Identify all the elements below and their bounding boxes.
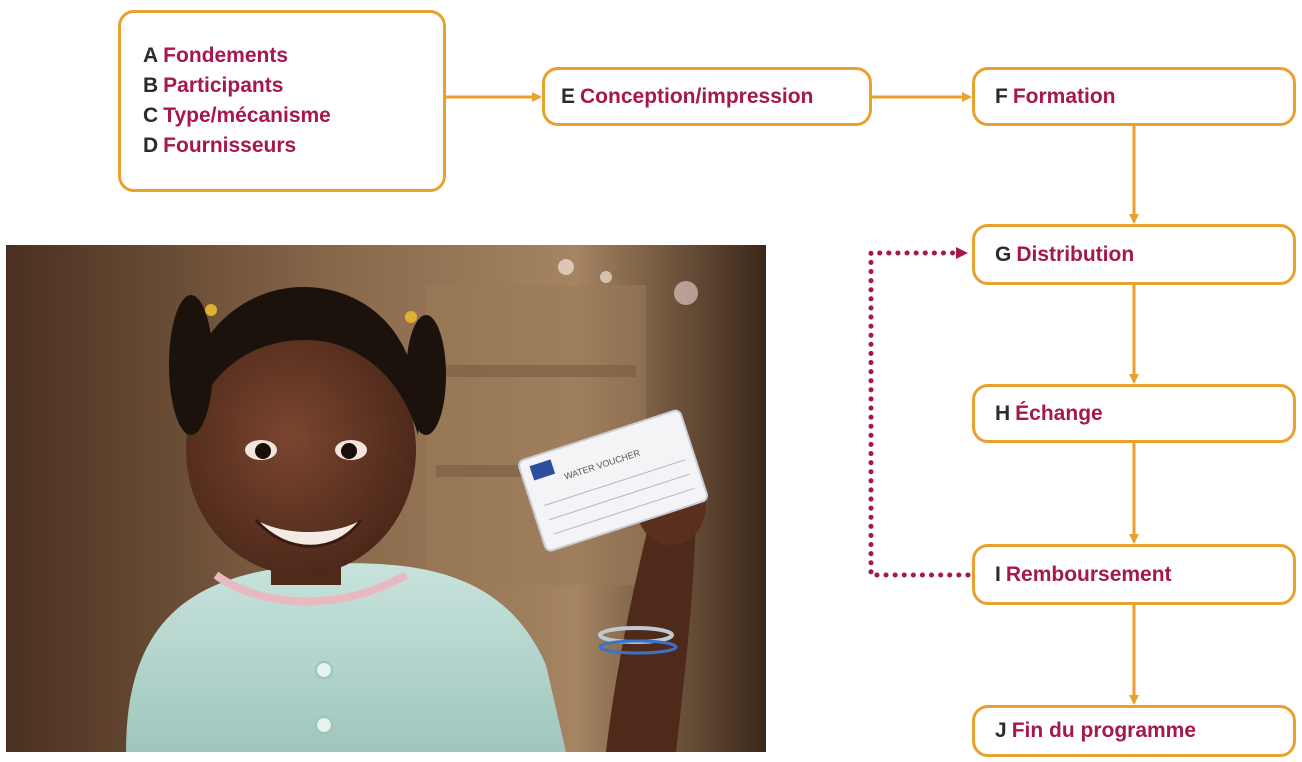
step-j-letter: J bbox=[995, 719, 1007, 742]
step-h-label: Échange bbox=[1015, 401, 1103, 425]
step-f-letter: F bbox=[995, 84, 1008, 108]
step-a-label: Fondements bbox=[163, 44, 289, 67]
step-e-letter: E bbox=[561, 84, 576, 108]
step-j-label: Fin du programme bbox=[1011, 719, 1197, 742]
photo-illustration: WATER VOUCHER bbox=[6, 245, 766, 752]
step-e-label: Conception/impression bbox=[580, 84, 814, 108]
photo-girl-with-voucher: WATER VOUCHER bbox=[6, 245, 766, 752]
step-h-letter: H bbox=[995, 401, 1011, 425]
step-g-label: Distribution bbox=[1016, 242, 1135, 266]
step-i-label: Remboursement bbox=[1005, 562, 1172, 586]
step-f-label: Formation bbox=[1012, 84, 1116, 108]
loop-arrow-i-to-g bbox=[868, 247, 971, 578]
step-b-letter: B bbox=[143, 74, 159, 97]
step-d-label: Fournisseurs bbox=[163, 134, 297, 157]
step-c-label: Type/mécanisme bbox=[163, 104, 331, 127]
step-a-letter: A bbox=[143, 44, 159, 67]
step-b-label: Participants bbox=[163, 74, 284, 97]
step-i-letter: I bbox=[995, 562, 1001, 586]
step-d-letter: D bbox=[143, 134, 159, 157]
step-g-letter: G bbox=[995, 242, 1012, 266]
step-c-letter: C bbox=[143, 104, 159, 127]
